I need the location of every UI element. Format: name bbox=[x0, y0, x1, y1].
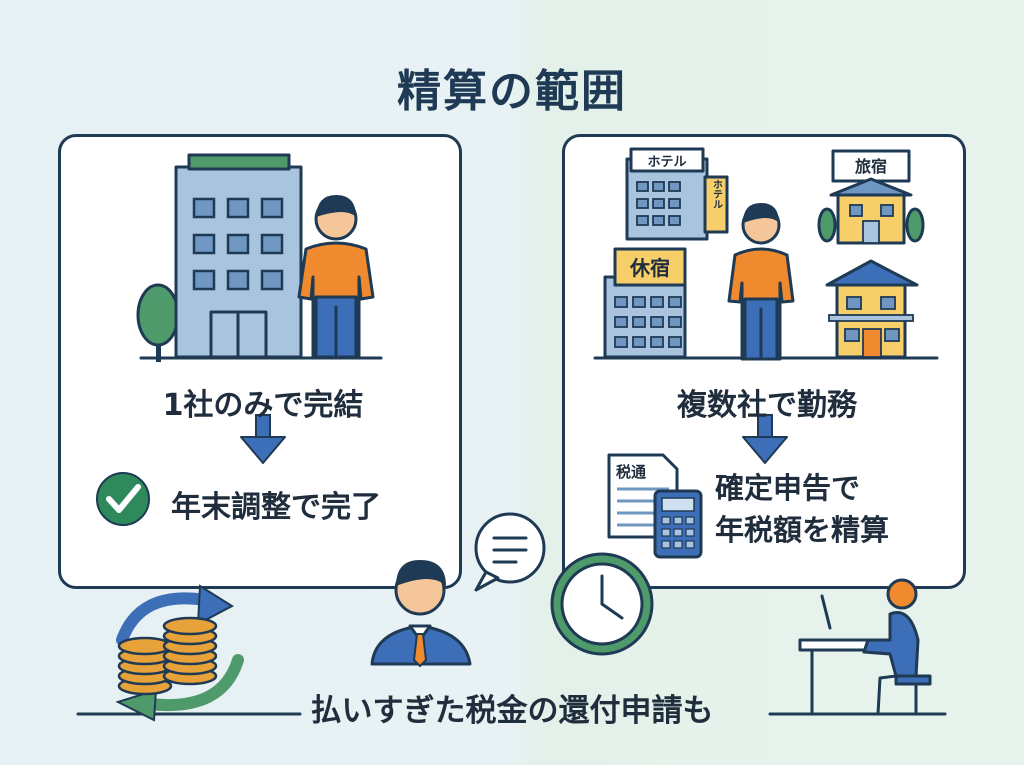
multiple-company-panel: ホテル ホテル 旅宿 bbox=[562, 134, 966, 589]
speech-bubble-icon bbox=[474, 512, 546, 592]
page-title: 精算の範囲 bbox=[397, 66, 627, 117]
hotel-building-icon: ホテル ホテル bbox=[625, 147, 729, 241]
tax-return-line-2: 年税額を精算 bbox=[715, 513, 890, 547]
worker-person-icon bbox=[297, 195, 375, 359]
down-arrow-icon bbox=[742, 414, 788, 464]
office-building-icon bbox=[174, 153, 303, 359]
kyushuku-building-icon: 休宿 bbox=[603, 247, 687, 359]
tax-document-label: 税通 bbox=[616, 463, 646, 481]
kyushuku-sign-text: 休宿 bbox=[629, 256, 670, 280]
multiple-company-caption: 複数社で勤務 bbox=[677, 388, 857, 423]
hotel-sign-text: ホテル bbox=[647, 155, 686, 170]
tax-return-line-1: 確定申告で bbox=[715, 471, 861, 505]
multi-job-person-icon bbox=[727, 203, 795, 361]
tree-icon bbox=[136, 283, 180, 362]
calculator-icon bbox=[653, 489, 703, 559]
down-arrow-icon bbox=[240, 414, 286, 464]
hotel-vertical-sign-text: ホテル bbox=[711, 179, 723, 209]
check-circle-icon bbox=[96, 472, 150, 526]
coin-stack-icon bbox=[117, 616, 218, 696]
single-company-caption: 1社のみで完結 bbox=[162, 388, 364, 423]
single-company-panel: 1社のみで完結 年末調整で完了 bbox=[58, 134, 462, 589]
refund-application-text: 払いすぎた税金の還付申請も bbox=[310, 693, 714, 729]
multiple-company-illustration: ホテル ホテル 旅宿 bbox=[593, 147, 939, 559]
ryokan-sign-text: 旅宿 bbox=[855, 157, 887, 176]
year-end-adjustment-label: 年末調整で完了 bbox=[171, 490, 381, 525]
ryokan-building-icon: 旅宿 bbox=[817, 149, 925, 245]
tax-return-label: 確定申告で 年税額を精算 bbox=[715, 467, 889, 551]
house-icon bbox=[825, 259, 919, 359]
single-company-illustration bbox=[96, 153, 383, 526]
